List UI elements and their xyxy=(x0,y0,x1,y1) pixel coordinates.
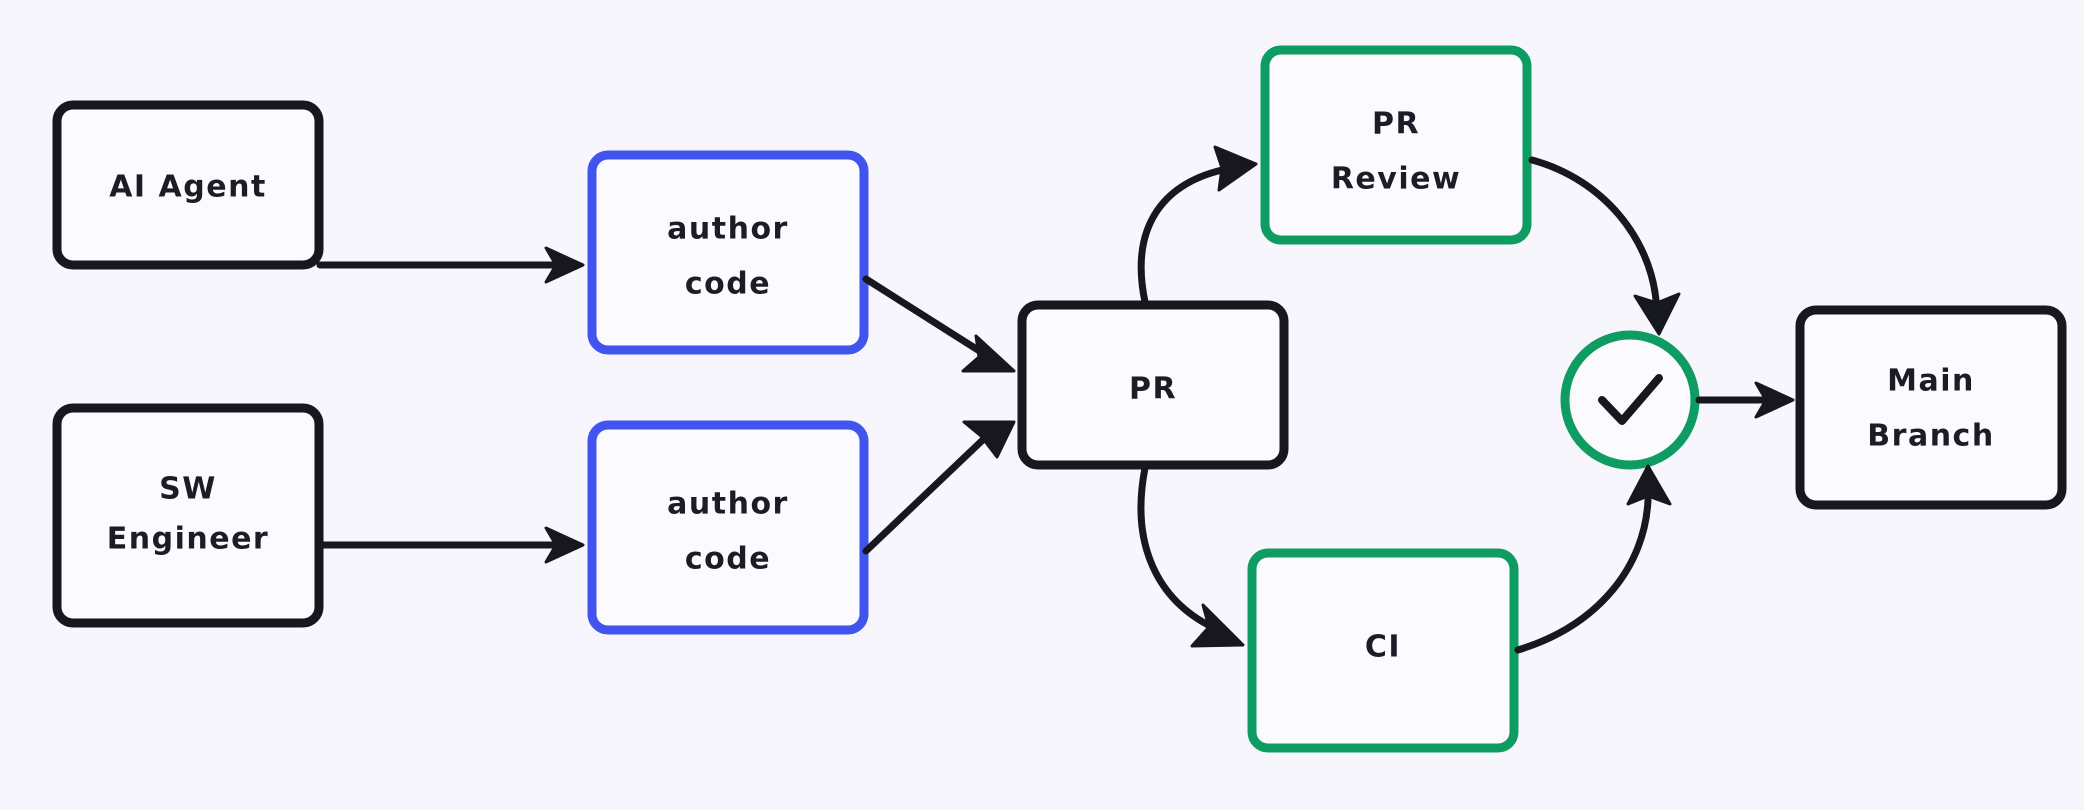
edge-line xyxy=(1137,464,1216,631)
arrowhead-icon xyxy=(962,420,1016,459)
node-main-branch[interactable]: Main Branch xyxy=(1795,305,2067,510)
arrowhead-icon xyxy=(1633,292,1681,336)
edge-ai-agent-to-author-code xyxy=(316,246,585,284)
node-author-code-top-label-line1: author xyxy=(667,212,789,247)
edge-ci-to-merge-check xyxy=(1514,464,1672,654)
edge-pr-to-ci xyxy=(1137,464,1245,648)
arrowhead-icon xyxy=(544,526,585,564)
node-sw-engineer-label-line2: Engineer xyxy=(107,522,269,557)
node-author-code-top-label-line2: code xyxy=(685,267,771,302)
node-author-code-bottom-label-line2: code xyxy=(685,542,771,577)
node-author-code-top[interactable]: author code xyxy=(587,150,869,355)
check-mark-icon xyxy=(1598,374,1663,425)
edge-merge-check-to-main-branch xyxy=(1695,381,1795,419)
node-author-code-bottom-box xyxy=(587,420,869,635)
node-ci[interactable]: CI xyxy=(1247,548,1519,753)
edge-pr-to-pr-review xyxy=(1137,145,1258,306)
node-pr-box xyxy=(1017,300,1289,470)
edge-line xyxy=(862,430,993,555)
node-pr-review[interactable]: PR Review xyxy=(1260,45,1532,245)
edge-line xyxy=(1528,156,1660,304)
node-main-branch-label-line2: Branch xyxy=(1867,419,1994,454)
node-author-code-top-box xyxy=(587,150,869,355)
node-author-code-bottom-label-line1: author xyxy=(667,487,789,522)
node-ai-agent-label: AI Agent xyxy=(109,170,267,205)
node-main-branch-label-line1: Main xyxy=(1887,364,1975,399)
node-sw-engineer[interactable]: SW Engineer xyxy=(52,403,324,628)
node-pr-review-box xyxy=(1260,45,1532,245)
edge-line xyxy=(862,275,993,361)
arrowhead-icon xyxy=(1626,464,1672,506)
check-circle-outline xyxy=(1560,330,1700,470)
check-circle-icon[interactable] xyxy=(1560,330,1700,470)
node-sw-engineer-label-line1: SW xyxy=(159,472,217,507)
arrowhead-icon xyxy=(1190,603,1245,648)
node-pr[interactable]: PR xyxy=(1017,300,1289,470)
edge-author-code-top-to-pr xyxy=(862,275,1016,373)
node-ci-box xyxy=(1247,548,1519,753)
node-ai-agent[interactable]: AI Agent xyxy=(52,100,324,270)
node-pr-review-label-line1: PR xyxy=(1372,107,1420,142)
edge-line xyxy=(1137,166,1226,306)
edge-pr-review-to-merge-check xyxy=(1528,156,1681,336)
edge-line xyxy=(1514,496,1652,654)
node-pr-label: PR xyxy=(1129,372,1177,407)
edge-author-code-bottom-to-pr xyxy=(862,420,1016,555)
edge-sw-engineer-to-author-code xyxy=(316,526,585,564)
arrowhead-icon xyxy=(1754,381,1795,419)
node-author-code-bottom[interactable]: author code xyxy=(587,420,869,635)
node-pr-review-label-line2: Review xyxy=(1331,162,1461,197)
node-ai-agent-box xyxy=(52,100,324,270)
arrowhead-icon xyxy=(961,334,1016,373)
arrowhead-icon xyxy=(544,246,585,284)
node-ci-label: CI xyxy=(1365,630,1401,665)
arrowhead-icon xyxy=(1213,145,1258,192)
node-sw-engineer-box xyxy=(52,403,324,628)
node-main-branch-box xyxy=(1795,305,2067,510)
